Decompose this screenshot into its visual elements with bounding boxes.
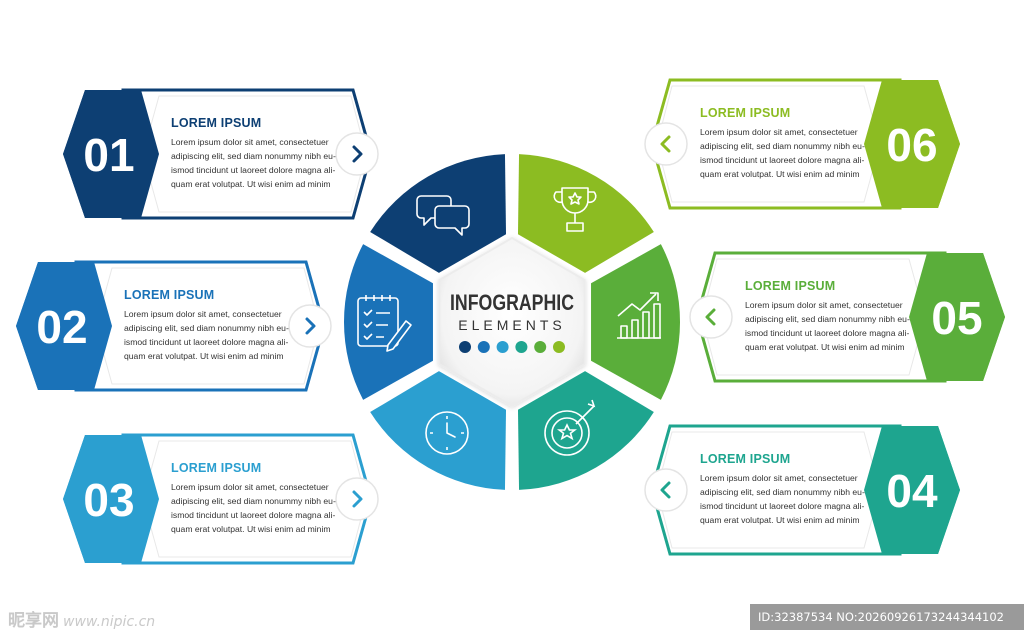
step-card-03: 03 (63, 433, 379, 565)
center-hexagon: INFOGRAPHIC ELEMENTS (438, 236, 586, 408)
ring-segment-04 (517, 371, 654, 490)
step-description: Lorem ipsum dolor sit amet, consectetuer… (124, 309, 289, 361)
image-id-bar: ID:32387534 NO:20260926173244344102 (750, 604, 1024, 630)
center-dot (496, 341, 509, 353)
target-icon (544, 399, 596, 456)
chevron-left-icon (705, 308, 716, 326)
ring-segment-02 (344, 244, 433, 400)
chevron-left-icon (660, 135, 671, 153)
step-description: Lorem ipsum dolor sit amet, consectetuer… (171, 482, 336, 534)
step-title: LOREM IPSUM (171, 116, 262, 130)
center-dot (553, 341, 565, 353)
watermark-url: www.nipic.cn (63, 614, 156, 630)
center-subtitle: ELEMENTS (458, 317, 565, 333)
chevron-right-icon (352, 145, 363, 163)
step-title: LOREM IPSUM (171, 461, 262, 475)
step-title: LOREM IPSUM (745, 279, 836, 293)
step-card-04: 04 (644, 424, 960, 556)
chevron-right-icon (305, 317, 316, 335)
trophy-icon (553, 187, 597, 232)
step-number: 02 (36, 301, 87, 353)
step-card-text-06: LOREM IPSUM Lorem ipsum dolor sit amet, c… (700, 106, 882, 201)
chevron-left-icon[interactable] (689, 295, 733, 339)
step-description: Lorem ipsum dolor sit amet, consectetuer… (745, 300, 910, 352)
step-card-text-05: LOREM IPSUM Lorem ipsum dolor sit amet, c… (745, 279, 927, 374)
chevron-left-icon[interactable] (644, 122, 688, 166)
step-description: Lorem ipsum dolor sit amet, consectetuer… (700, 127, 865, 179)
chevron-left-icon (660, 481, 671, 499)
ring-segment-06 (517, 154, 654, 273)
step-number: 03 (83, 474, 134, 526)
center-dot (477, 341, 490, 353)
step-description: Lorem ipsum dolor sit amet, consectetuer… (700, 473, 865, 525)
step-title: LOREM IPSUM (124, 288, 215, 302)
step-title: LOREM IPSUM (700, 452, 791, 466)
step-description: Lorem ipsum dolor sit amet, consectetuer… (171, 137, 336, 189)
chevron-left-icon[interactable] (644, 468, 688, 512)
clock-icon (425, 411, 469, 455)
ring-segment-05 (591, 244, 680, 400)
chevron-right-icon[interactable] (288, 304, 332, 348)
center-dots (459, 341, 565, 353)
step-card-05: 05 (689, 251, 1005, 383)
center-dot (459, 341, 471, 353)
step-card-06: 06 (644, 78, 960, 210)
center-dot (515, 341, 528, 353)
step-title: LOREM IPSUM (700, 106, 791, 120)
chat-icon (416, 195, 470, 236)
center-dot (534, 341, 547, 353)
center-title: INFOGRAPHIC (450, 290, 574, 315)
step-card-01: 01 (63, 88, 379, 220)
step-card-text-04: LOREM IPSUM Lorem ipsum dolor sit amet, c… (700, 452, 882, 547)
chevron-right-icon (352, 490, 363, 508)
checklist-icon (357, 295, 412, 352)
ring-segment-03 (370, 371, 507, 490)
growth-chart-icon (617, 292, 661, 339)
step-card-text-01: LOREM IPSUM Lorem ipsum dolor sit amet, c… (171, 116, 353, 211)
chevron-right-icon[interactable] (335, 132, 379, 176)
chevron-right-icon[interactable] (335, 477, 379, 521)
step-card-text-03: LOREM IPSUM Lorem ipsum dolor sit amet, c… (171, 461, 353, 556)
step-number: 06 (886, 119, 937, 171)
step-card-text-02: LOREM IPSUM Lorem ipsum dolor sit amet, c… (124, 288, 306, 383)
step-number: 05 (931, 292, 982, 344)
step-card-02: 02 (16, 260, 332, 392)
step-number: 01 (83, 129, 134, 181)
step-number: 04 (886, 465, 938, 517)
